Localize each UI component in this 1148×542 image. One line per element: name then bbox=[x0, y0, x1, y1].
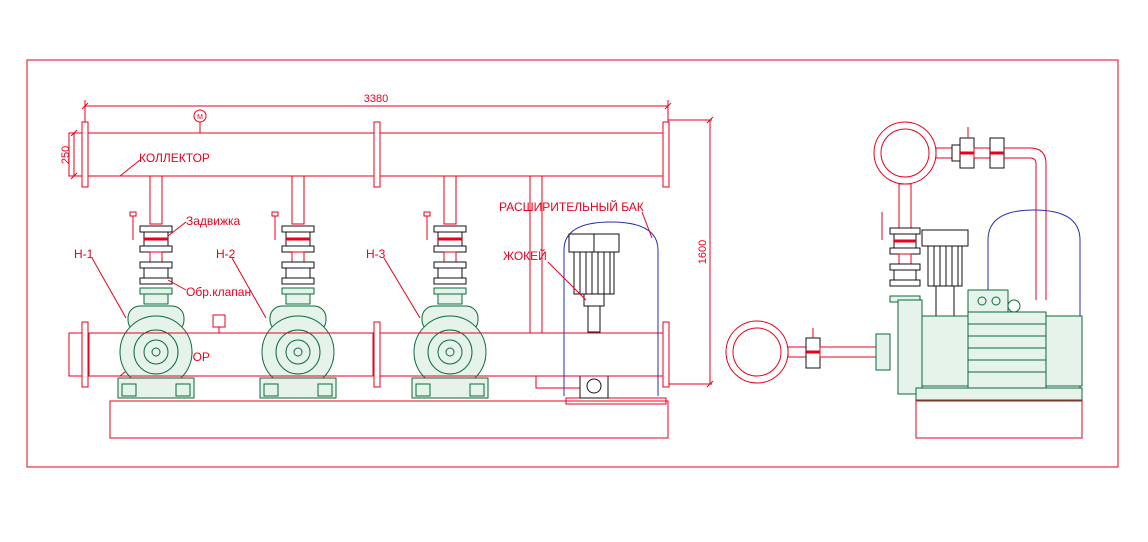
leader-collector-top bbox=[119, 159, 141, 177]
drain-valve bbox=[212, 314, 226, 328]
collector-bottom-front bbox=[88, 332, 374, 377]
leader-pump-2 bbox=[231, 257, 267, 319]
collector-bottom-right bbox=[379, 332, 664, 377]
base-frame-front bbox=[109, 400, 669, 439]
upper-collector-flange bbox=[873, 121, 937, 185]
dimension-length-text: 3380 bbox=[364, 93, 388, 105]
pump-2-label: Н-2 bbox=[216, 247, 236, 261]
pump-unit-1 bbox=[117, 175, 195, 399]
expansion-tank-label: РАСШИРИТЕЛЬНЫЙ БАК bbox=[499, 199, 644, 214]
jockey-label: ЖОКЕЙ bbox=[503, 248, 547, 263]
base-frame-jockey bbox=[565, 397, 667, 405]
expansion-tank bbox=[563, 221, 659, 396]
leader-expansion-tank bbox=[641, 211, 653, 239]
drawing-frame bbox=[26, 59, 1119, 468]
lower-collector-flange bbox=[725, 320, 789, 384]
leader-gate-valve bbox=[167, 221, 187, 237]
leader-pump-3 bbox=[383, 257, 421, 319]
collector-top: М bbox=[68, 109, 670, 188]
dimension-250-text: 250 bbox=[60, 146, 72, 164]
pump-1-label: Н-1 bbox=[74, 247, 94, 261]
check-valve-label: Обр.клапан bbox=[186, 285, 251, 299]
side-view bbox=[725, 121, 1083, 439]
manometer-label: М bbox=[197, 114, 203, 121]
leader-check-valve bbox=[167, 279, 187, 291]
leader-jockey bbox=[547, 261, 587, 301]
gate-valve-label: Задвижка bbox=[186, 214, 241, 228]
jockey-pump bbox=[529, 175, 620, 399]
pump-unit-2 bbox=[259, 175, 337, 399]
front-view: 3380 250 1600 М КОЛЛЕК bbox=[60, 93, 714, 439]
base-frame-side bbox=[915, 400, 1083, 439]
collector-top-label: КОЛЛЕКТОР bbox=[139, 151, 210, 165]
dimension-total-height: 1600 bbox=[668, 116, 714, 388]
leader-pump-1 bbox=[91, 257, 127, 319]
dimension-1600-text: 1600 bbox=[697, 240, 709, 264]
pump-3-label: Н-3 bbox=[366, 247, 386, 261]
pump-unit-3 bbox=[411, 175, 489, 399]
dimension-total-length: 3380 bbox=[81, 93, 672, 126]
expansion-tank-side bbox=[987, 209, 1081, 396]
